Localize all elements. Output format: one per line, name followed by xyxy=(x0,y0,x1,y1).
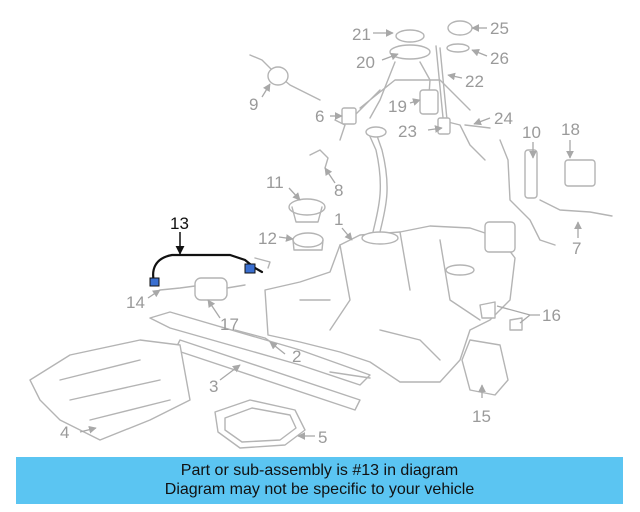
banner-line-1: Part or sub-assembly is #13 in diagram xyxy=(180,462,459,479)
part-13-wiring xyxy=(149,232,271,287)
callout-labels: 1 2 3 4 5 6 7 8 9 10 11 12 13 14 15 16 1… xyxy=(60,19,581,447)
callout-15: 15 xyxy=(472,407,491,426)
vent-lines xyxy=(249,54,357,169)
parts-diagram: 1 2 3 4 5 6 7 8 9 10 11 12 13 14 15 16 1… xyxy=(29,19,613,449)
banner-line-2: Diagram may not be specific to your vehi… xyxy=(164,481,475,498)
leader-lines xyxy=(79,24,582,440)
callout-21: 21 xyxy=(352,25,371,44)
underbody-covers xyxy=(29,301,523,449)
info-banner: Part or sub-assembly is #13 in diagram D… xyxy=(16,457,623,504)
right-lines xyxy=(437,117,613,246)
callout-12: 12 xyxy=(258,229,277,248)
callout-6: 6 xyxy=(315,107,324,126)
callout-16: 16 xyxy=(542,306,561,325)
callout-18: 18 xyxy=(561,120,580,139)
callout-19: 19 xyxy=(388,97,407,116)
callout-23: 23 xyxy=(398,122,417,141)
callout-9: 9 xyxy=(249,95,258,114)
callout-14: 14 xyxy=(126,293,145,312)
fuel-filter xyxy=(159,277,246,301)
fuel-pump-assembly xyxy=(349,20,473,131)
callout-22: 22 xyxy=(465,72,484,91)
callout-4: 4 xyxy=(60,423,69,442)
callout-5: 5 xyxy=(318,428,327,447)
callout-8: 8 xyxy=(334,181,343,200)
callout-20: 20 xyxy=(356,53,375,72)
fuel-tank xyxy=(264,126,516,383)
callout-1: 1 xyxy=(334,210,343,229)
callout-17: 17 xyxy=(220,315,239,334)
callout-2: 2 xyxy=(292,347,301,366)
callout-7: 7 xyxy=(572,239,581,258)
callout-25: 25 xyxy=(490,19,509,38)
callout-24: 24 xyxy=(494,109,513,128)
callout-13: 13 xyxy=(170,214,189,233)
filter-cap xyxy=(288,198,326,251)
callout-10: 10 xyxy=(522,123,541,142)
callout-26: 26 xyxy=(490,49,509,68)
callout-3: 3 xyxy=(209,377,218,396)
callout-11: 11 xyxy=(266,173,284,192)
